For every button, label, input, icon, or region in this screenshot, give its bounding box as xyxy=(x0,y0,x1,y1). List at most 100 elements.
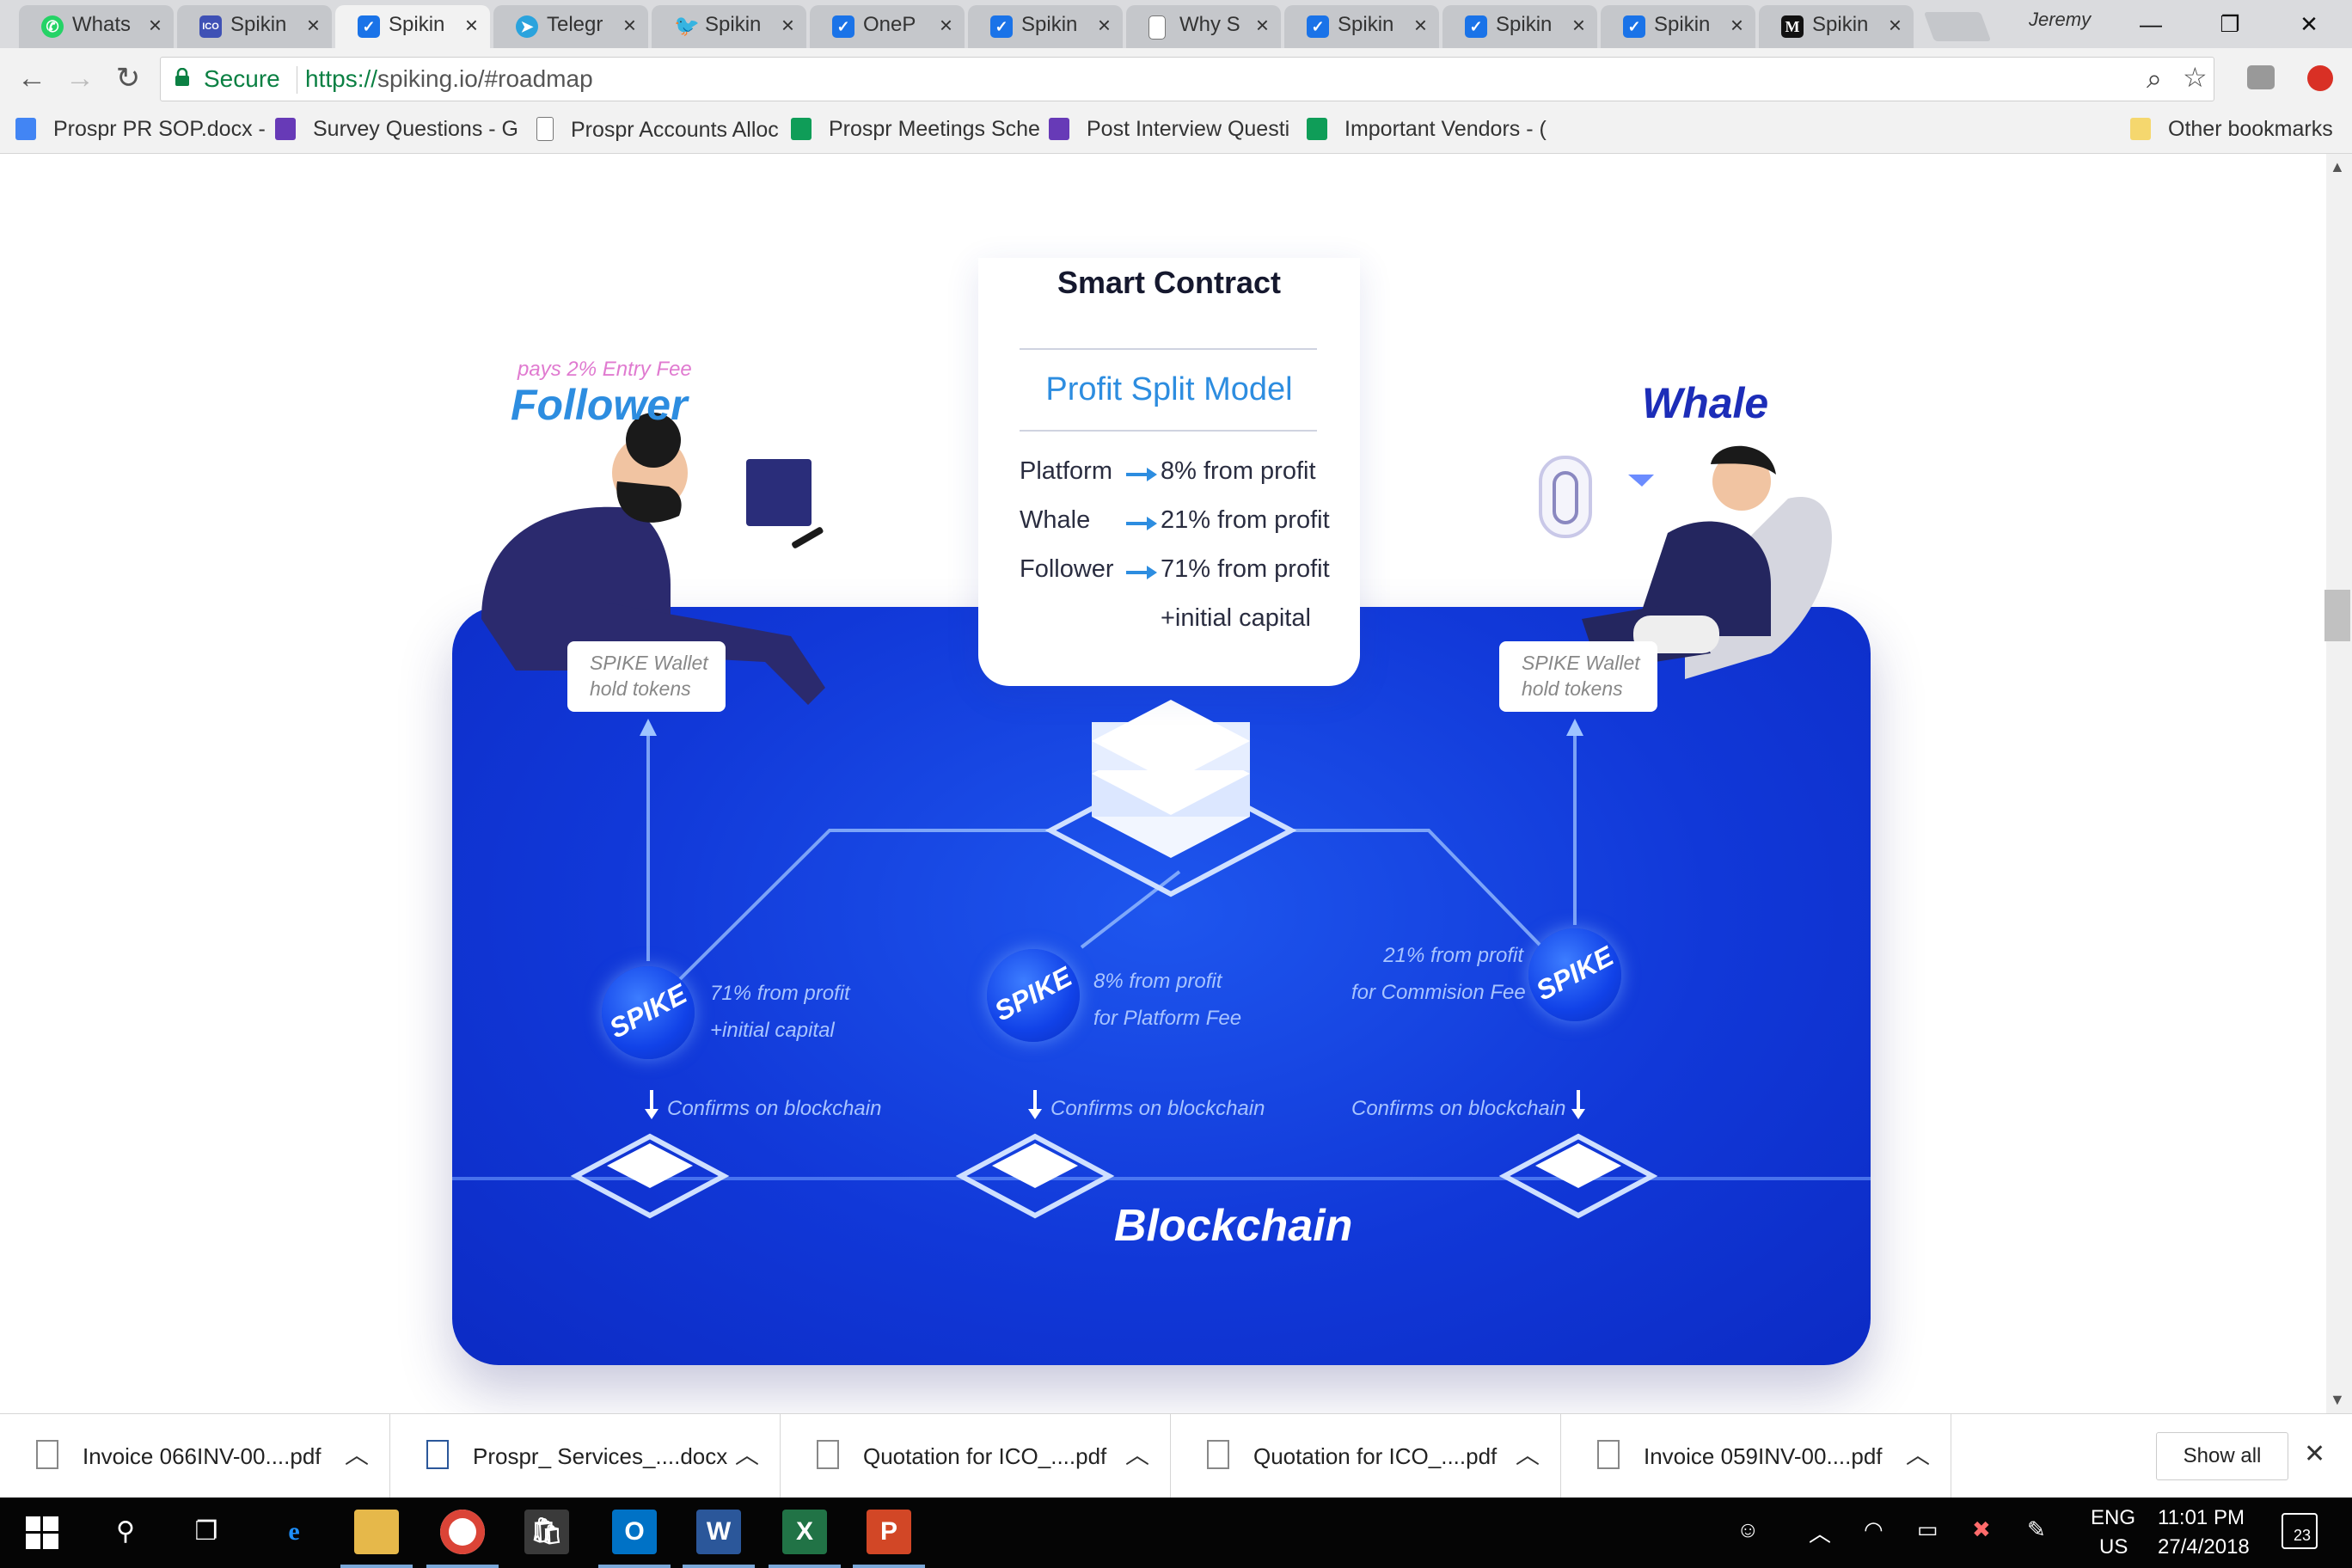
close-tab-icon[interactable]: × xyxy=(464,12,478,38)
bookmark-label: Prospr PR SOP.docx - xyxy=(53,117,266,141)
chevron-up-icon[interactable]: ︿ xyxy=(344,1442,369,1468)
blockchain-label: Blockchain xyxy=(1114,1201,1353,1251)
back-arrow-icon[interactable]: ← xyxy=(17,62,46,95)
clock-date[interactable]: 27/4/2018 xyxy=(2158,1535,2250,1559)
telegram-icon: ➤ xyxy=(516,15,538,38)
close-tab-icon[interactable]: × xyxy=(1413,12,1427,38)
download-item[interactable]: Quotation for ICO_....pdf ︿ xyxy=(781,1414,1171,1498)
close-tab-icon[interactable]: × xyxy=(1255,12,1269,38)
chevron-up-icon[interactable]: ︿ xyxy=(1905,1442,1930,1468)
bookmark-item[interactable]: Important Vendors - ( xyxy=(1307,117,1547,142)
page-scrollbar[interactable] xyxy=(2326,154,2352,1413)
browser-tab[interactable]: 🐦 Spikin × xyxy=(652,5,806,48)
url-text[interactable]: https://spiking.io/#roadmap xyxy=(305,65,593,93)
star-icon[interactable]: ☆ xyxy=(2183,62,2208,93)
confirms-text: Confirms on blockchain xyxy=(1050,1097,1265,1120)
close-tab-icon[interactable]: × xyxy=(1097,12,1111,38)
close-tab-icon[interactable]: × xyxy=(622,12,636,38)
word-icon[interactable]: W xyxy=(696,1510,741,1554)
browser-tab[interactable]: ✓ Spikin × xyxy=(1442,5,1597,48)
edge-icon[interactable]: e xyxy=(288,1517,300,1546)
bookmark-item[interactable]: Prospr Accounts Alloc xyxy=(536,117,779,143)
close-tab-icon[interactable]: × xyxy=(306,12,320,38)
close-download-bar-icon[interactable]: ✕ xyxy=(2304,1440,2326,1468)
bookmark-label: Post Interview Questi xyxy=(1087,117,1290,141)
chevron-up-icon[interactable]: ︿ xyxy=(1809,1521,1832,1547)
download-item[interactable]: Prospr_ Services_....docx ︿ xyxy=(390,1414,781,1498)
forward-arrow-icon[interactable]: → xyxy=(65,62,95,95)
browser-tab[interactable]: ICO Spikin × xyxy=(177,5,332,48)
language-label[interactable]: ENG xyxy=(2091,1506,2136,1529)
outlook-icon[interactable]: O xyxy=(612,1510,657,1554)
browser-tab[interactable]: ✓ OneP × xyxy=(810,5,965,48)
show-all-button[interactable]: Show all xyxy=(2156,1432,2288,1480)
address-bar[interactable]: Secure https://spiking.io/#roadmap ⌕ ☆ xyxy=(160,57,2214,101)
bookmark-item[interactable]: Prospr Meetings Sche xyxy=(791,117,1040,142)
region-label[interactable]: US xyxy=(2099,1535,2128,1559)
close-tab-icon[interactable]: × xyxy=(1888,12,1902,38)
browser-tab-active[interactable]: ✓ Spikin × xyxy=(335,5,490,48)
scroll-up-icon[interactable]: ▲ xyxy=(2330,158,2345,175)
profile-name[interactable]: Jeremy xyxy=(2029,9,2092,30)
chevron-up-icon[interactable]: ︿ xyxy=(1515,1442,1540,1468)
download-item[interactable]: Invoice 066INV-00....pdf ︿ xyxy=(0,1414,390,1498)
bookmark-item[interactable]: Survey Questions - G xyxy=(275,117,518,142)
browser-tab[interactable]: ➤ Telegr × xyxy=(493,5,648,48)
restore-icon[interactable]: ❐ xyxy=(2220,11,2240,37)
chevron-up-icon[interactable]: ︿ xyxy=(1124,1442,1149,1468)
other-bookmarks[interactable]: Other bookmarks xyxy=(2130,117,2333,142)
browser-tab[interactable]: ✆ Whats × xyxy=(19,5,174,48)
file-explorer-icon[interactable] xyxy=(354,1510,399,1554)
checkbox-icon: ✓ xyxy=(1623,15,1645,38)
download-item[interactable]: Quotation for ICO_....pdf ︿ xyxy=(1171,1414,1561,1498)
close-window-icon[interactable]: ✕ xyxy=(2300,11,2318,37)
chevron-up-icon[interactable]: ︿ xyxy=(734,1442,759,1468)
wifi-icon[interactable]: ◠ xyxy=(1864,1516,1883,1542)
browser-tab[interactable]: ✓ Spikin × xyxy=(968,5,1123,48)
close-tab-icon[interactable]: × xyxy=(1571,12,1585,38)
coin-label: SPIKE xyxy=(1530,940,1619,1007)
close-tab-icon[interactable]: × xyxy=(1730,12,1743,38)
pdf-file-icon xyxy=(1207,1440,1229,1469)
split-role-whale: Whale xyxy=(1020,506,1091,534)
pen-icon[interactable]: ✎ xyxy=(2027,1516,2046,1542)
tab-title: OneP xyxy=(863,13,916,36)
browser-tab[interactable]: Why S × xyxy=(1126,5,1281,48)
taskbar-indicator xyxy=(769,1565,841,1568)
extension-icon[interactable] xyxy=(2307,65,2333,91)
people-icon[interactable]: ☺ xyxy=(1736,1516,1760,1542)
camera-icon[interactable] xyxy=(2247,65,2275,89)
browser-tab[interactable]: M Spikin × xyxy=(1759,5,1914,48)
download-item[interactable]: Invoice 059INV-00....pdf ︿ xyxy=(1561,1414,1951,1498)
wallet-line: hold tokens xyxy=(590,677,691,700)
store-icon[interactable]: 🛍 xyxy=(524,1510,569,1554)
text-line: +initial capital xyxy=(710,1019,835,1042)
antivirus-icon[interactable]: ✖ xyxy=(1972,1516,1991,1542)
whale-wallet-box: SPIKE Wallet hold tokens xyxy=(1499,641,1657,712)
excel-icon[interactable]: X xyxy=(782,1510,827,1554)
close-tab-icon[interactable]: × xyxy=(939,12,952,38)
task-view-icon[interactable]: ❐ xyxy=(194,1517,218,1546)
close-tab-icon[interactable]: × xyxy=(148,12,162,38)
word-file-icon xyxy=(426,1440,449,1469)
close-tab-icon[interactable]: × xyxy=(781,12,794,38)
follower-title: Follower xyxy=(511,381,688,429)
minimize-icon[interactable]: — xyxy=(2140,11,2162,37)
reload-icon[interactable]: ↻ xyxy=(115,62,141,95)
search-icon[interactable]: ⚲ xyxy=(116,1517,135,1546)
browser-tab[interactable]: ✓ Spikin × xyxy=(1284,5,1439,48)
chrome-icon[interactable] xyxy=(440,1510,485,1554)
clock-time[interactable]: 11:01 PM xyxy=(2158,1506,2245,1529)
battery-icon[interactable]: ▭ xyxy=(1917,1516,1939,1542)
scroll-down-icon[interactable]: ▼ xyxy=(2330,1391,2345,1408)
windows-start-icon[interactable] xyxy=(26,1516,58,1549)
scrollbar-thumb[interactable] xyxy=(2324,590,2350,641)
tab-title: Whats xyxy=(72,13,132,36)
browser-tab[interactable]: ✓ Spikin × xyxy=(1601,5,1755,48)
download-name: Prospr_ Services_....docx xyxy=(473,1443,728,1469)
bookmark-item[interactable]: Prospr PR SOP.docx - xyxy=(15,117,266,142)
action-center-icon[interactable]: 23 xyxy=(2282,1513,2318,1549)
bookmark-item[interactable]: Post Interview Questi xyxy=(1049,117,1289,142)
zoom-search-icon[interactable]: ⌕ xyxy=(2147,63,2162,94)
powerpoint-icon[interactable]: P xyxy=(867,1510,911,1554)
